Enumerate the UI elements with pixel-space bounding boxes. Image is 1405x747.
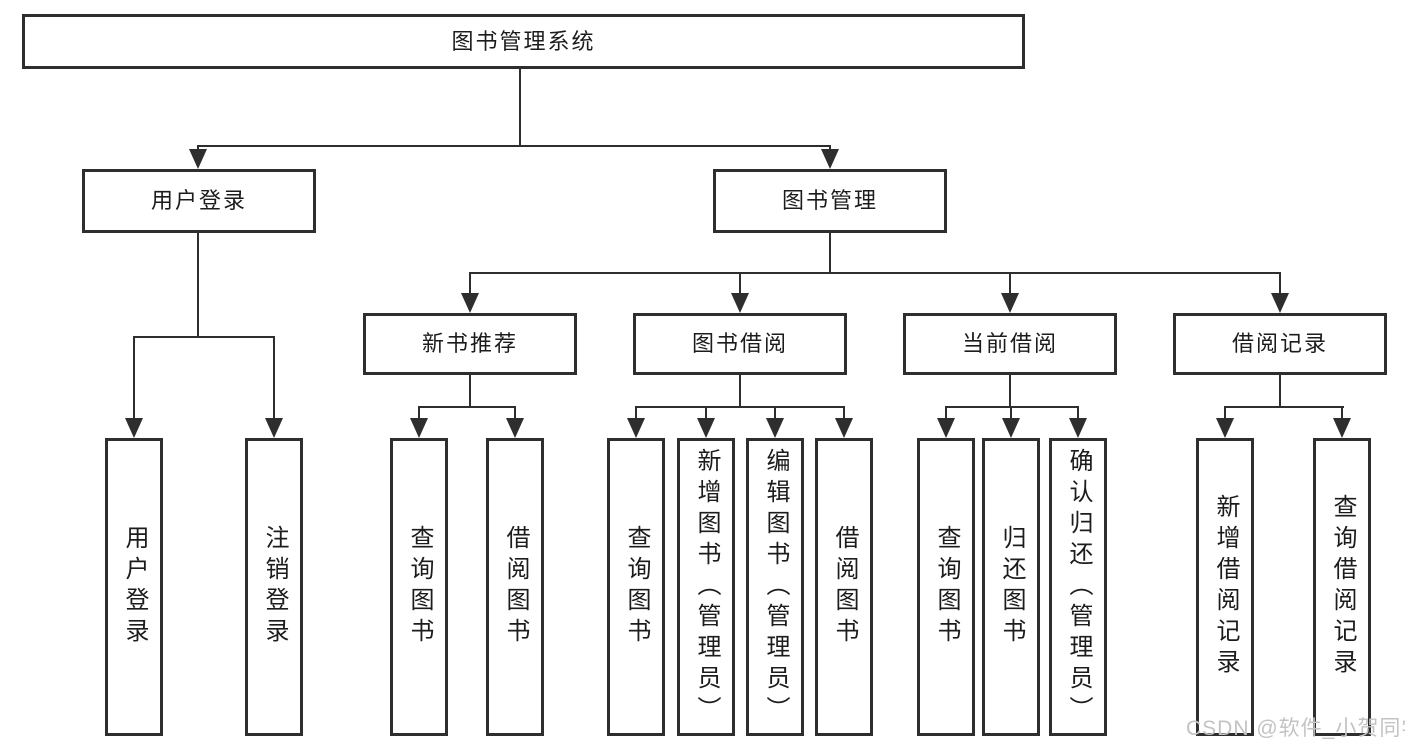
connector	[418, 406, 420, 420]
connector	[1010, 406, 1012, 420]
connector	[1279, 272, 1281, 295]
connector	[945, 406, 947, 420]
connector	[739, 375, 741, 407]
arrowhead	[461, 293, 479, 313]
arrowhead	[937, 418, 955, 438]
connector	[1009, 375, 1011, 407]
leaf-logout: 注销登录	[245, 438, 303, 736]
connector	[1224, 406, 1226, 420]
leaf-query-books-current: 查询图书	[917, 438, 975, 736]
connector	[418, 406, 516, 408]
node-new-book-recommendation: 新书推荐	[363, 313, 577, 375]
arrowhead	[125, 418, 143, 438]
connector	[273, 336, 275, 420]
arrowhead	[731, 293, 749, 313]
node-current-borrowing: 当前借阅	[903, 313, 1117, 375]
arrowhead	[506, 418, 524, 438]
arrowhead	[766, 418, 784, 438]
node-user-login: 用户登录	[82, 169, 316, 233]
arrowhead	[627, 418, 645, 438]
leaf-query-books-borrowing: 查询图书	[607, 438, 665, 736]
watermark: CSDN @软件_小贺同学	[1186, 717, 1405, 740]
connector	[774, 406, 776, 420]
connector	[705, 406, 707, 420]
arrowhead	[1002, 418, 1020, 438]
node-book-borrowing: 图书借阅	[633, 313, 847, 375]
arrowhead	[821, 149, 839, 169]
connector	[133, 336, 275, 338]
connector	[843, 406, 845, 420]
node-book-management: 图书管理	[713, 169, 947, 233]
leaf-return-books: 归还图书	[982, 438, 1040, 736]
connector	[133, 336, 135, 420]
connector	[1224, 406, 1344, 408]
connector	[945, 406, 1079, 408]
leaf-edit-books-admin: 编辑图书（管理员）	[746, 438, 804, 736]
connector	[739, 272, 741, 295]
leaf-confirm-return-admin: 确认归还（管理员）	[1049, 438, 1107, 736]
connector	[514, 406, 516, 420]
connector	[1341, 406, 1343, 420]
node-borrowing-records: 借阅记录	[1173, 313, 1387, 375]
node-library-system: 图书管理系统	[22, 14, 1025, 69]
arrowhead	[1069, 418, 1087, 438]
connector	[829, 233, 831, 274]
connector	[469, 375, 471, 407]
leaf-user-login: 用户登录	[105, 438, 163, 736]
leaf-borrow-books-borrowing: 借阅图书	[815, 438, 873, 736]
leaf-query-borrow-record: 查询借阅记录	[1313, 438, 1371, 736]
arrowhead	[835, 418, 853, 438]
leaf-borrow-books-recommend: 借阅图书	[486, 438, 544, 736]
connector	[519, 69, 521, 147]
connector	[635, 406, 637, 420]
connector	[1077, 406, 1079, 420]
connector	[197, 145, 831, 147]
connector	[1279, 375, 1281, 407]
arrowhead	[265, 418, 283, 438]
arrowhead	[1001, 293, 1019, 313]
arrowhead	[189, 149, 207, 169]
arrowhead	[1271, 293, 1289, 313]
connector	[197, 233, 199, 338]
arrowhead	[1216, 418, 1234, 438]
connector	[469, 272, 471, 295]
arrowhead	[410, 418, 428, 438]
leaf-query-books-recommend: 查询图书	[390, 438, 448, 736]
arrowhead	[1333, 418, 1351, 438]
leaf-add-books-admin: 新增图书（管理员）	[677, 438, 735, 736]
leaf-add-borrow-record: 新增借阅记录	[1196, 438, 1254, 736]
arrowhead	[697, 418, 715, 438]
connector	[635, 406, 845, 408]
connector	[1009, 272, 1011, 295]
connector	[469, 272, 1281, 274]
